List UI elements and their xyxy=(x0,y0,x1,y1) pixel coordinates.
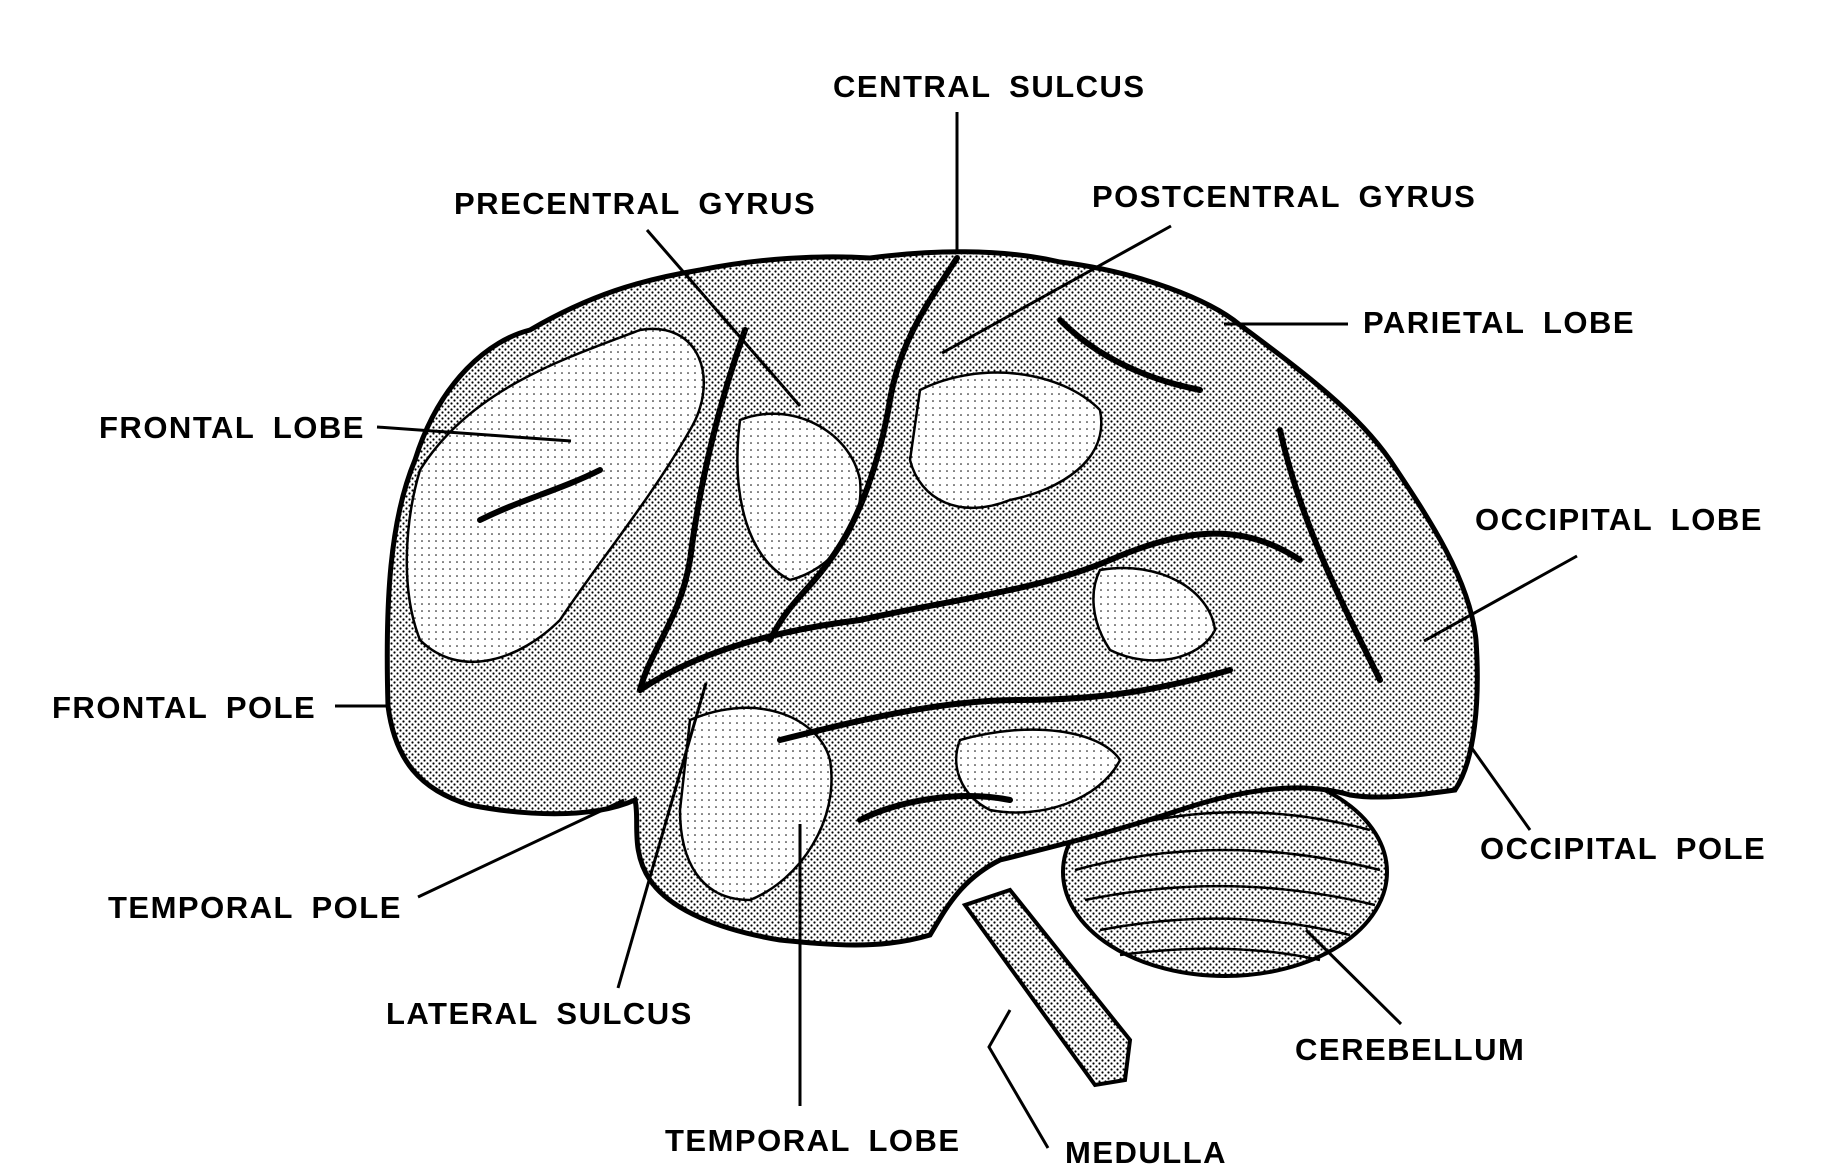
label-postcentral-gyrus: POSTCENTRAL GYRUS xyxy=(1092,179,1476,214)
label-occipital-pole: OCCIPITAL POLE xyxy=(1480,831,1766,866)
label-temporal-pole: TEMPORAL POLE xyxy=(108,890,402,925)
label-medulla: MEDULLA xyxy=(1065,1135,1227,1168)
gyri-highlights xyxy=(405,327,1217,902)
label-lateral-sulcus: LATERAL SULCUS xyxy=(386,996,693,1031)
label-central-sulcus: CENTRAL SULCUS xyxy=(833,69,1146,104)
label-temporal-lobe: TEMPORAL LOBE xyxy=(665,1123,961,1158)
brainstem-shape xyxy=(961,887,1133,1088)
label-precentral-gyrus: PRECENTRAL GYRUS xyxy=(454,186,816,221)
label-cerebellum: CEREBELLUM xyxy=(1295,1032,1525,1067)
leader-lines xyxy=(335,112,1578,1149)
label-frontal-pole: FRONTAL POLE xyxy=(52,690,316,725)
label-frontal-lobe: FRONTAL LOBE xyxy=(99,410,365,445)
sulci xyxy=(477,255,1383,823)
label-occipital-lobe: OCCIPITAL LOBE xyxy=(1475,502,1763,537)
label-parietal-lobe: PARIETAL LOBE xyxy=(1363,305,1635,340)
